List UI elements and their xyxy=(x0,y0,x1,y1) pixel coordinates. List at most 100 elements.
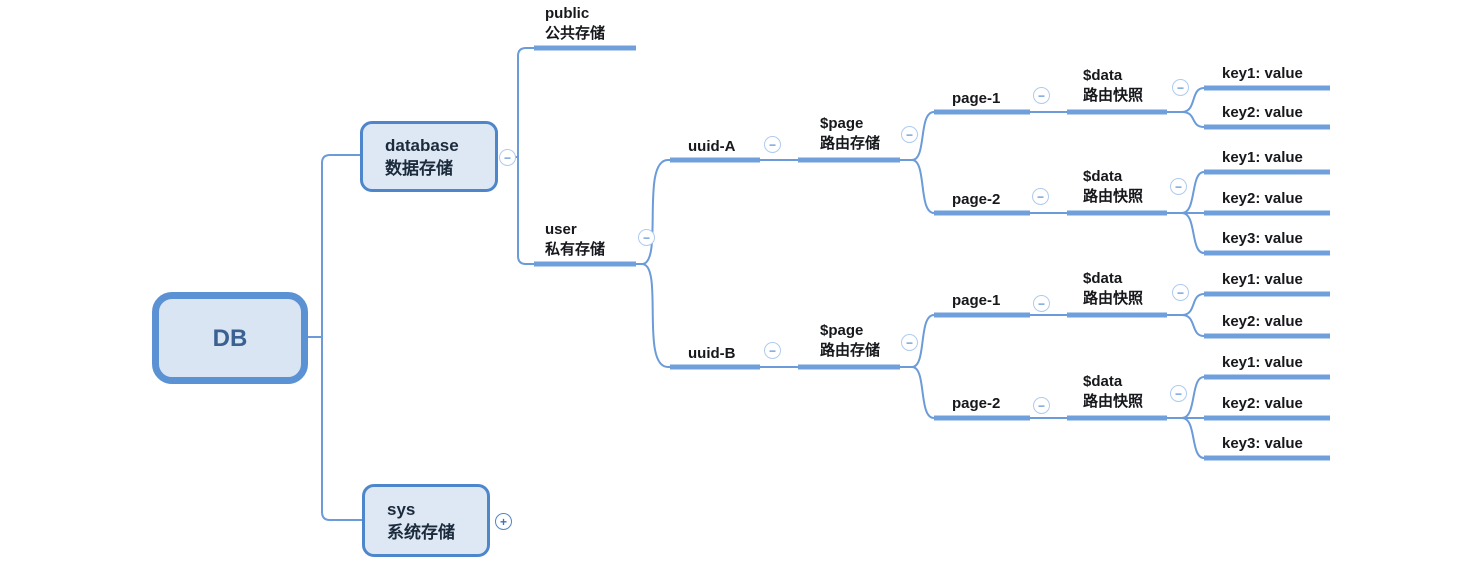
node-data-b1-label: $data xyxy=(1083,270,1123,287)
node-database-label: database xyxy=(385,135,459,155)
node-public[interactable]: public 公共存储 xyxy=(545,4,605,44)
node-data-a2[interactable]: $data 路由快照 xyxy=(1083,167,1143,207)
collapse-glyph: − xyxy=(642,230,650,245)
collapse-glyph: − xyxy=(1037,296,1045,311)
node-data-a1-label: $data xyxy=(1083,67,1123,84)
collapse-icon[interactable]: − xyxy=(764,136,781,153)
collapse-glyph: − xyxy=(1174,386,1182,401)
node-public-label: public xyxy=(545,5,590,22)
node-db-label: DB xyxy=(212,324,248,352)
collapse-icon[interactable]: − xyxy=(764,342,781,359)
node-page-store-b-label: $page xyxy=(820,322,864,339)
node-data-a1[interactable]: $data 路由快照 xyxy=(1083,66,1143,106)
collapse-glyph: − xyxy=(768,137,776,152)
node-page2-a-label: page-2 xyxy=(952,191,1001,208)
edge-dataB1-keys xyxy=(1029,293,1205,337)
node-data-b2-label: $data xyxy=(1083,373,1123,390)
collapse-icon[interactable]: − xyxy=(1170,178,1187,195)
collapse-glyph: − xyxy=(768,343,776,358)
collapse-icon[interactable]: − xyxy=(1170,385,1187,402)
node-key[interactable]: key1: value xyxy=(1222,64,1303,84)
node-page2-b-label: page-2 xyxy=(952,395,1001,412)
node-public-sublabel: 公共存储 xyxy=(545,25,606,42)
node-page1-a-label: page-1 xyxy=(952,90,1001,107)
edge-pageB-children xyxy=(759,314,935,419)
node-page1-b-label: page-1 xyxy=(952,292,1001,309)
edge-pageA-children xyxy=(759,111,935,214)
node-page1-a[interactable]: page-1 xyxy=(952,89,1000,109)
node-key-label: key1: value xyxy=(1222,149,1303,166)
collapse-icon[interactable]: − xyxy=(638,229,655,246)
collapse-glyph: − xyxy=(1174,179,1182,194)
collapse-icon[interactable]: − xyxy=(1032,188,1049,205)
node-key[interactable]: key1: value xyxy=(1222,148,1303,168)
node-user-sublabel: 私有存储 xyxy=(545,241,606,258)
node-key-label: key2: value xyxy=(1222,190,1303,207)
node-page-store-a[interactable]: $page 路由存储 xyxy=(820,114,880,154)
node-database[interactable]: database 数据存储 xyxy=(360,121,498,192)
node-data-b2[interactable]: $data 路由快照 xyxy=(1083,372,1143,412)
node-data-a2-sublabel: 路由快照 xyxy=(1083,188,1144,205)
node-key[interactable]: key1: value xyxy=(1222,353,1303,373)
collapse-glyph: − xyxy=(1037,398,1045,413)
node-data-a1-sublabel: 路由快照 xyxy=(1083,87,1144,104)
collapse-icon[interactable]: − xyxy=(1033,295,1050,312)
node-user[interactable]: user 私有存储 xyxy=(545,220,605,260)
collapse-icon[interactable]: − xyxy=(1033,87,1050,104)
node-data-b1-sublabel: 路由快照 xyxy=(1083,290,1144,307)
underline-keys-A2 xyxy=(1204,169,1330,256)
collapse-icon[interactable]: − xyxy=(1033,397,1050,414)
node-key[interactable]: key3: value xyxy=(1222,434,1303,454)
node-sys-label: sys xyxy=(387,499,416,519)
node-key-label: key3: value xyxy=(1222,435,1303,452)
collapse-glyph: − xyxy=(1176,80,1184,95)
node-uuid-a[interactable]: uuid-A xyxy=(688,137,735,157)
edge-database-children xyxy=(515,47,535,265)
node-sys-sublabel: 系统存储 xyxy=(387,522,455,542)
node-db[interactable]: DB xyxy=(152,292,308,384)
node-page-store-b[interactable]: $page 路由存储 xyxy=(820,321,880,361)
edge-root-children xyxy=(307,154,363,521)
collapse-glyph: − xyxy=(503,150,511,165)
collapse-glyph: − xyxy=(1036,189,1044,204)
node-data-a2-label: $data xyxy=(1083,168,1123,185)
node-key[interactable]: key2: value xyxy=(1222,394,1303,414)
collapse-glyph: − xyxy=(905,335,913,350)
node-key[interactable]: key1: value xyxy=(1222,270,1303,290)
node-uuid-b-label: uuid-B xyxy=(688,345,736,362)
node-uuid-a-label: uuid-A xyxy=(688,138,736,155)
node-page2-a[interactable]: page-2 xyxy=(952,190,1000,210)
collapse-glyph: − xyxy=(905,127,913,142)
node-data-b1[interactable]: $data 路由快照 xyxy=(1083,269,1143,309)
node-key[interactable]: key2: value xyxy=(1222,103,1303,123)
expand-icon[interactable]: + xyxy=(495,513,512,530)
node-key-label: key3: value xyxy=(1222,230,1303,247)
edge-dataA1-keys xyxy=(1029,87,1205,128)
collapse-icon[interactable]: − xyxy=(499,149,516,166)
expand-glyph: + xyxy=(499,514,507,529)
node-key[interactable]: key3: value xyxy=(1222,229,1303,249)
node-page-store-a-label: $page xyxy=(820,115,864,132)
node-database-sublabel: 数据存储 xyxy=(385,158,453,178)
underline-keys-B1 xyxy=(1204,291,1330,339)
node-key-label: key2: value xyxy=(1222,313,1303,330)
node-key[interactable]: key2: value xyxy=(1222,189,1303,209)
node-page2-b[interactable]: page-2 xyxy=(952,394,1000,414)
collapse-icon[interactable]: − xyxy=(1172,284,1189,301)
node-key[interactable]: key2: value xyxy=(1222,312,1303,332)
node-page-store-b-sublabel: 路由存储 xyxy=(820,342,881,359)
node-uuid-b[interactable]: uuid-B xyxy=(688,344,735,364)
collapse-icon[interactable]: − xyxy=(901,334,918,351)
collapse-icon[interactable]: − xyxy=(901,126,918,143)
node-key-label: key1: value xyxy=(1222,354,1303,371)
node-key-label: key2: value xyxy=(1222,104,1303,121)
node-sys[interactable]: sys 系统存储 xyxy=(362,484,490,557)
collapse-icon[interactable]: − xyxy=(1172,79,1189,96)
node-page1-b[interactable]: page-1 xyxy=(952,291,1000,311)
underline-keys-B2 xyxy=(1204,374,1330,461)
edge-user-children xyxy=(635,159,673,368)
edge-dataA2-keys xyxy=(1029,171,1205,254)
collapse-glyph: − xyxy=(1037,88,1045,103)
